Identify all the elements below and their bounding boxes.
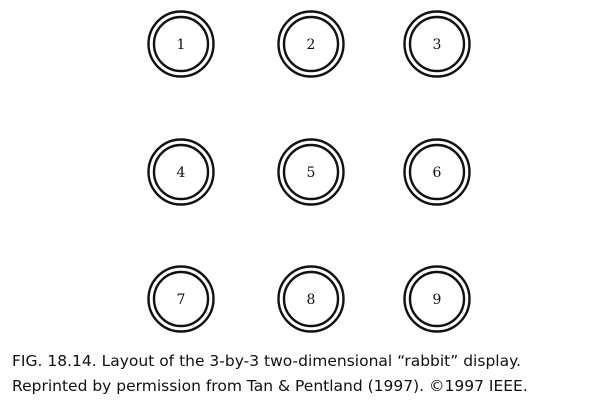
stimulus-point-8: 8 — [277, 265, 345, 333]
stimulus-point-1: 1 — [147, 10, 215, 78]
outer-ring — [277, 138, 345, 206]
inner-ring — [152, 270, 210, 328]
stimulus-point-2: 2 — [277, 10, 345, 78]
point-label: 6 — [433, 165, 442, 181]
stimulus-point-5: 5 — [277, 138, 345, 206]
inner-ring — [152, 143, 210, 201]
outer-ring — [147, 10, 215, 78]
stimulus-point-4: 4 — [147, 138, 215, 206]
stimulus-point-6: 6 — [403, 138, 471, 206]
inner-ring — [408, 270, 466, 328]
point-label: 3 — [433, 37, 442, 53]
point-label: 7 — [177, 292, 186, 308]
outer-ring — [277, 265, 345, 333]
outer-ring — [403, 10, 471, 78]
inner-ring — [282, 15, 340, 73]
rabbit-display-diagram: 1 2 3 4 5 6 7 8 9 — [147, 10, 471, 333]
outer-ring — [403, 138, 471, 206]
inner-ring — [152, 15, 210, 73]
outer-ring — [147, 138, 215, 206]
point-label: 4 — [177, 165, 186, 181]
outer-ring — [147, 265, 215, 333]
point-label: 5 — [307, 165, 316, 181]
inner-ring — [408, 143, 466, 201]
figure-caption-line-1: FIG. 18.14. Layout of the 3-by-3 two-dim… — [12, 352, 521, 370]
outer-ring — [277, 10, 345, 78]
stimulus-point-7: 7 — [147, 265, 215, 333]
point-label: 1 — [177, 37, 186, 53]
point-label: 9 — [433, 292, 442, 308]
figure-caption-line-2: Reprinted by permission from Tan & Pentl… — [12, 377, 528, 395]
inner-ring — [408, 15, 466, 73]
inner-ring — [282, 270, 340, 328]
point-label: 8 — [307, 292, 316, 308]
inner-ring — [282, 143, 340, 201]
stimulus-point-9: 9 — [403, 265, 471, 333]
point-label: 2 — [307, 37, 316, 53]
outer-ring — [403, 265, 471, 333]
stimulus-point-3: 3 — [403, 10, 471, 78]
